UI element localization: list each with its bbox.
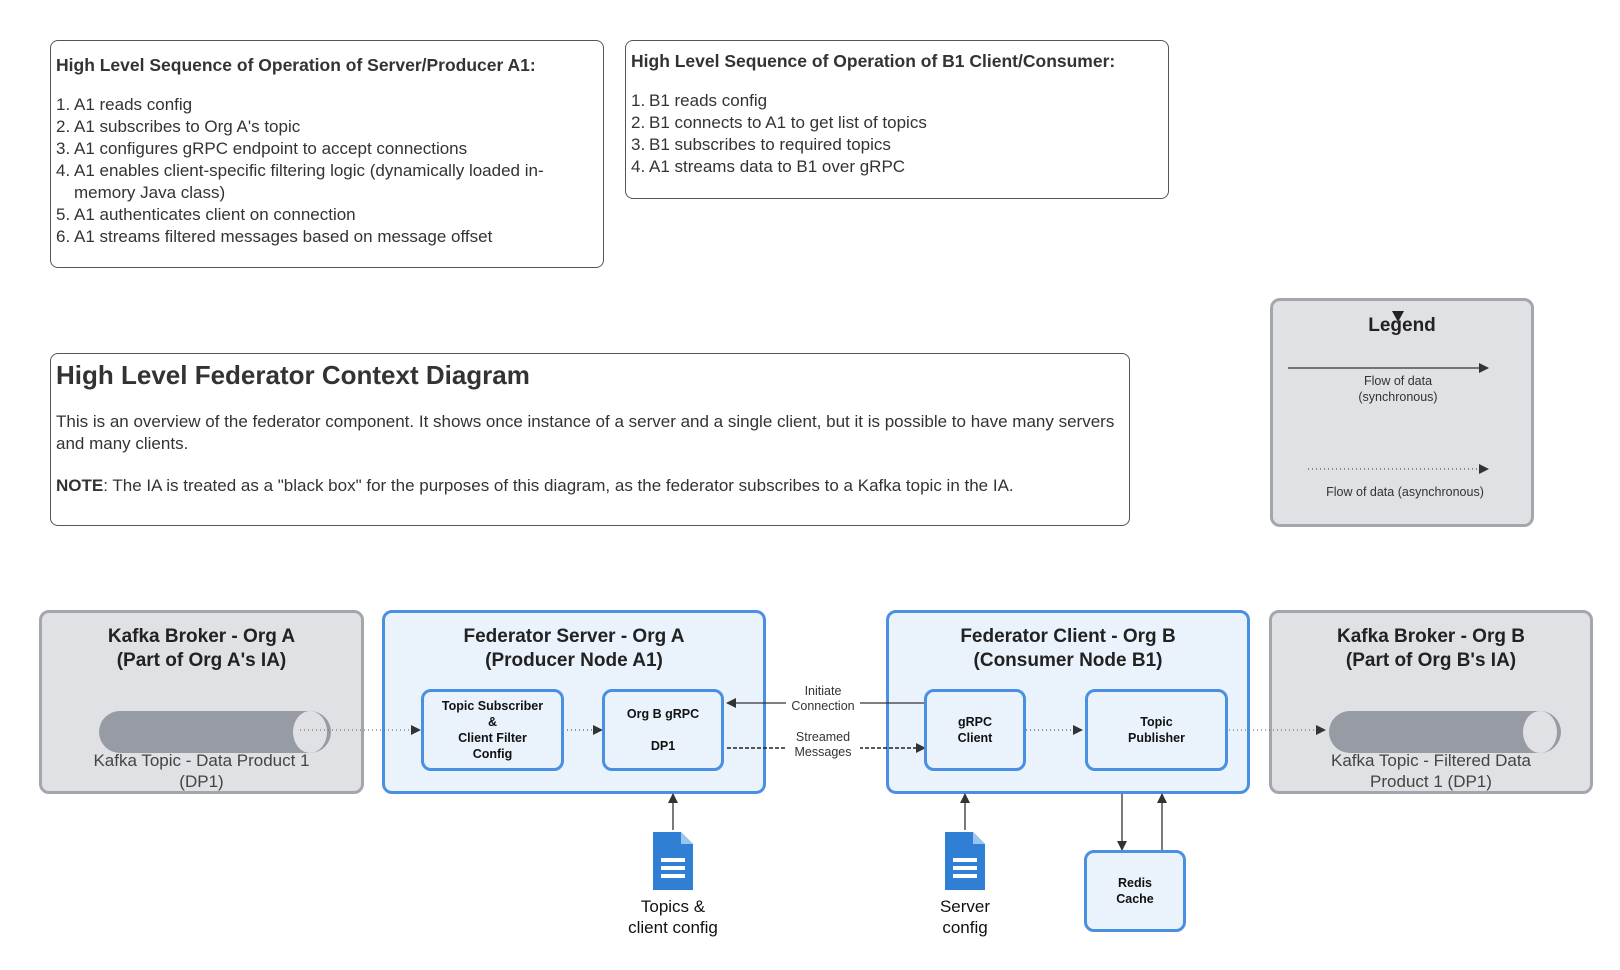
federator-server-title: Federator Server - Org A (Producer Node … xyxy=(463,626,685,671)
server-sequence-step-number: 6. xyxy=(56,227,71,246)
server-sequence-step-text: A1 authenticates client on connection xyxy=(74,205,356,224)
server-sequence-step: 5.A1 authenticates client on connection xyxy=(56,204,599,226)
kafka-broker-org-a-title: Kafka Broker - Org A (Part of Org A's IA… xyxy=(107,626,296,671)
client-sequence-step-number: 2. xyxy=(631,113,646,132)
client-sequence-step-text: A1 streams data to B1 over gRPC xyxy=(649,157,906,176)
client-sequence-step: 4.A1 streams data to B1 over gRPC xyxy=(631,156,1164,178)
client-sequence-step-text: B1 subscribes to required topics xyxy=(649,135,891,154)
kafka-broker-org-a: Kafka Broker - Org A (Part of Org A's IA… xyxy=(39,610,364,794)
client-sequence-step-text: B1 reads config xyxy=(649,91,768,110)
topics-config-label: Topics & client config xyxy=(628,897,718,937)
legend-title: Legend xyxy=(1368,315,1436,336)
initiate-connection-label: Initiate Connection xyxy=(786,684,860,714)
server-sequence-step: 4.A1 enables client-specific filtering l… xyxy=(56,160,599,204)
server-sequence-title: High Level Sequence of Operation of Serv… xyxy=(56,55,536,75)
context-title: High Level Federator Context Diagram xyxy=(56,360,530,390)
document-icon xyxy=(653,832,693,890)
server-sequence-step: 1.A1 reads config xyxy=(56,94,599,116)
server-sequence-step-number: 4. xyxy=(56,161,71,180)
note-label: NOTE xyxy=(56,476,104,495)
note-text: : The IA is treated as a "black box" for… xyxy=(103,476,1014,495)
federator-client-title: Federator Client - Org B (Consumer Node … xyxy=(960,626,1176,671)
server-sequence-step: 2.A1 subscribes to Org A's topic xyxy=(56,116,599,138)
client-sequence-step-number: 1. xyxy=(631,91,646,110)
kafka-topic-b-label: Kafka Topic - Filtered Data Product 1 (D… xyxy=(1331,751,1531,791)
server-sequence-step-number: 3. xyxy=(56,139,71,158)
server-sequence-step-text: A1 subscribes to Org A's topic xyxy=(74,117,301,136)
legend-async-label: Flow of data (asynchronous) xyxy=(1326,485,1484,499)
server-sequence-step: 3.A1 configures gRPC endpoint to accept … xyxy=(56,138,599,160)
client-sequence-step: 2.B1 connects to A1 to get list of topic… xyxy=(631,112,1164,134)
kafka-topic-a-label: Kafka Topic - Data Product 1 (DP1) xyxy=(93,751,310,791)
topic-subscriber-box: Topic Subscriber & Client Filter Config xyxy=(421,689,564,771)
org-b-grpc-server-box: Org B gRPC DP1 xyxy=(602,689,724,771)
server-sequence-step-text: A1 streams filtered messages based on me… xyxy=(74,227,493,246)
context-box: High Level Federator Context Diagram Thi… xyxy=(50,353,1130,526)
server-sequence-step-text: A1 enables client-specific filtering log… xyxy=(74,161,544,202)
server-sequence-step: 6.A1 streams filtered messages based on … xyxy=(56,226,599,248)
client-sequence-step-number: 3. xyxy=(631,135,646,154)
topic-publisher-box: Topic Publisher xyxy=(1085,689,1228,771)
client-sequence-step-number: 4. xyxy=(631,157,646,176)
server-sequence-step-number: 1. xyxy=(56,95,71,114)
server-sequence-box: High Level Sequence of Operation of Serv… xyxy=(50,40,604,268)
legend-box: Legend Flow of data (synchronous) Flow o… xyxy=(1270,298,1534,527)
context-description: This is an overview of the federator com… xyxy=(56,412,1115,453)
server-sequence-step-number: 5. xyxy=(56,205,71,224)
client-sequence-box: High Level Sequence of Operation of B1 C… xyxy=(625,40,1169,199)
kafka-broker-org-b: Kafka Broker - Org B (Part of Org B's IA… xyxy=(1269,610,1593,794)
client-sequence-step: 3.B1 subscribes to required topics xyxy=(631,134,1164,156)
client-sequence-step: 1.B1 reads config xyxy=(631,90,1164,112)
server-config-label: Server config xyxy=(939,897,991,937)
legend-sync-label: Flow of data (synchronous) xyxy=(1358,374,1438,404)
server-sequence-step-text: A1 configures gRPC endpoint to accept co… xyxy=(74,139,468,158)
context-note: NOTE: The IA is treated as a "black box"… xyxy=(56,475,1125,497)
document-icon xyxy=(945,832,985,890)
redis-cache-box: Redis Cache xyxy=(1084,850,1186,932)
kafka-topic-a-cylinder xyxy=(99,711,331,753)
kafka-broker-org-b-title: Kafka Broker - Org B (Part of Org B's IA… xyxy=(1337,626,1525,671)
streamed-messages-label: Streamed Messages xyxy=(786,730,860,760)
legend-cursor-marker xyxy=(1392,311,1404,322)
client-sequence-step-text: B1 connects to A1 to get list of topics xyxy=(649,113,927,132)
client-sequence-title: High Level Sequence of Operation of B1 C… xyxy=(631,51,1116,71)
kafka-topic-b-cylinder xyxy=(1329,711,1561,753)
server-sequence-step-number: 2. xyxy=(56,117,71,136)
grpc-client-box: gRPC Client xyxy=(924,689,1026,771)
server-sequence-step-text: A1 reads config xyxy=(74,95,193,114)
